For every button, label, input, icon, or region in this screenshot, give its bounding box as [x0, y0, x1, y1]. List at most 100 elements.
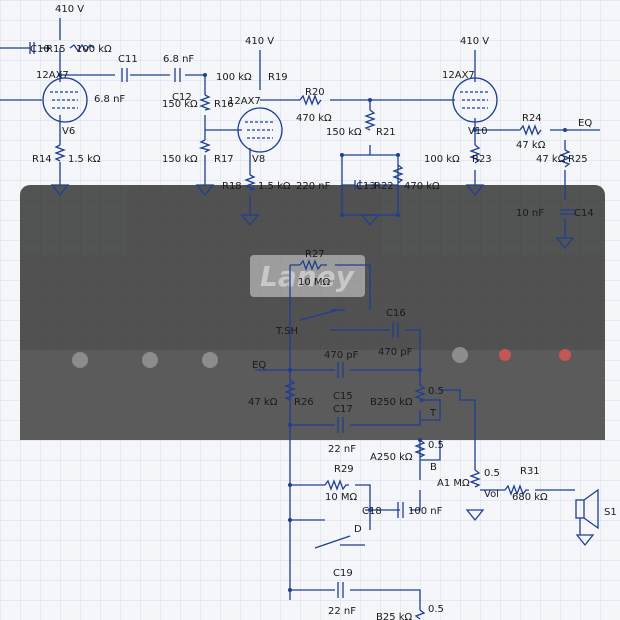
label-r22: R22 [374, 181, 394, 192]
label-c14: C14 [574, 208, 594, 219]
label-vol: Vol [484, 489, 499, 500]
label-vol-val: 0.5 [484, 468, 500, 479]
net-eq-out: EQ [578, 118, 592, 129]
resistor-r17 [198, 139, 211, 153]
label-c11-val: 6.8 nF [163, 54, 194, 65]
label-c13: C13 [356, 181, 376, 192]
pot-vol [469, 469, 481, 488]
label-r25: R25 [568, 154, 588, 165]
label-r24-val: 47 kΩ [516, 140, 546, 151]
label-s1: S1 [604, 507, 617, 518]
label-c15-val: 470 pF [324, 350, 359, 361]
label-pot1-val: 0.5 [428, 386, 444, 397]
label-r29: R29 [334, 464, 354, 475]
tube-v10 [452, 77, 498, 123]
resistors [54, 43, 571, 620]
label-b250: B250 kΩ [370, 397, 413, 408]
label-r23-val: 100 kΩ [424, 154, 460, 165]
label-c17-val: 22 nF [328, 444, 356, 455]
label-c18-val: 100 nF [408, 506, 443, 517]
label-r15-val: 100 kΩ [76, 44, 112, 55]
label-r18-val: 1.5 kΩ [258, 181, 291, 192]
label-r16-val: 150 kΩ [162, 99, 198, 110]
capacitor-c16 [392, 322, 399, 338]
label-c17: C17 [333, 404, 353, 415]
pot-b25 [414, 609, 426, 620]
switch-tsh [299, 309, 339, 321]
capacitor-c11 [121, 68, 128, 82]
label-r21: R21 [376, 127, 396, 138]
label-r26-val: 47 kΩ [248, 397, 278, 408]
label-r18: R18 [222, 181, 242, 192]
label-r17: R17 [214, 154, 234, 165]
capacitors [29, 42, 575, 598]
label-r31-val: 680 kΩ [512, 492, 548, 503]
supply-label-3: 410 V [460, 36, 489, 47]
junctions [58, 73, 567, 592]
label-b: B [430, 462, 437, 473]
label-r24: R24 [522, 113, 542, 124]
resistor-r14 [54, 144, 66, 162]
label-tube-v8: 12AX7 [228, 96, 261, 107]
label-r14-val: 1.5 kΩ [68, 154, 101, 165]
switches [299, 309, 351, 549]
label-r16: R16 [214, 99, 234, 110]
label-c19: C19 [333, 568, 353, 579]
label-c10: C10 [30, 44, 50, 55]
resistor-r21 [364, 109, 376, 131]
label-r25-val: 47 kΩ [536, 154, 566, 165]
resistor-r24 [519, 124, 542, 136]
label-r31: R31 [520, 466, 540, 477]
label-c11: C11 [118, 54, 138, 65]
label-c19-val: 22 nF [328, 606, 356, 617]
label-r29-val: 10 MΩ [325, 492, 358, 503]
tube-v8 [237, 107, 283, 153]
supply-label-2: 410 V [245, 36, 274, 47]
label-vol-a: A1 MΩ [437, 478, 470, 489]
resistor-r15 [69, 43, 95, 53]
label-r23: R23 [472, 154, 492, 165]
label-c12: C12 [172, 92, 192, 103]
label-r14: R14 [32, 154, 52, 165]
resistor-r23 [469, 144, 481, 164]
labels: 410 V 410 V 410 V C10 R15 100 kΩ C11 6.8… [30, 4, 617, 620]
label-pot3-val: 0.5 [428, 604, 444, 615]
resistor-r26 [284, 379, 296, 401]
resistor-r22 [392, 164, 404, 184]
label-v8: V8 [252, 154, 265, 165]
tube-v6 [42, 77, 88, 123]
label-c13-val: 220 nF [296, 181, 331, 192]
capacitor-c10 [29, 42, 35, 54]
capacitor-c19 [337, 582, 344, 598]
amplifier-photo: Laney [20, 185, 605, 440]
supply-label-1: 410 V [55, 4, 84, 15]
capacitor-c14 [560, 209, 575, 215]
speaker-s1 [575, 488, 599, 535]
resistor-r29 [324, 479, 349, 491]
resistor-r20 [299, 94, 322, 106]
label-v6: V6 [62, 126, 75, 137]
label-r27: R27 [305, 249, 325, 260]
label-a250: A250 kΩ [370, 452, 413, 463]
resistor-r31 [504, 484, 529, 496]
resistor-r25 [559, 149, 571, 168]
label-r20: R20 [305, 87, 325, 98]
label-c15: C15 [333, 391, 353, 402]
resistor-r19 [199, 94, 212, 111]
label-c12-val: 6.8 nF [94, 94, 125, 105]
label-c18: C18 [362, 506, 382, 517]
label-r19: R19 [268, 72, 288, 83]
label-r22-val: 470 kΩ [404, 181, 440, 192]
label-t: T [429, 408, 437, 419]
tubes [42, 77, 498, 153]
pot-a250 [414, 439, 426, 458]
capacitor-c15 [337, 362, 344, 378]
switch-d [314, 535, 351, 549]
net-eq-in: EQ [252, 360, 266, 371]
capacitor-c12 [174, 68, 181, 82]
label-r21-val: 150 kΩ [326, 127, 362, 138]
label-c14-val: 10 nF [516, 208, 544, 219]
capacitor-c18 [397, 502, 404, 518]
label-r27-val: 10 MΩ [298, 277, 331, 288]
